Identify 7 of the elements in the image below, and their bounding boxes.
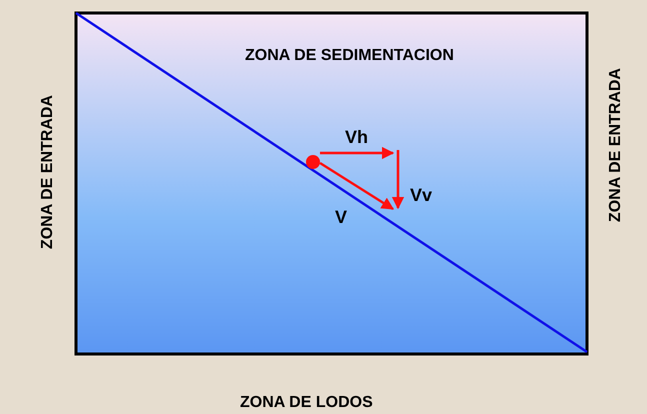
zone-label: ZONA DE LODOS xyxy=(240,395,373,411)
zone-label: ZONA DE ENTRADA xyxy=(40,95,56,250)
zone-label: ZONA DE ENTRADA xyxy=(608,68,624,222)
velocity-label: Vv xyxy=(410,186,432,204)
zone-label: ZONA DE SEDIMENTACION xyxy=(245,48,454,64)
velocity-label: Vh xyxy=(345,128,368,146)
velocity-label: V xyxy=(335,208,348,226)
